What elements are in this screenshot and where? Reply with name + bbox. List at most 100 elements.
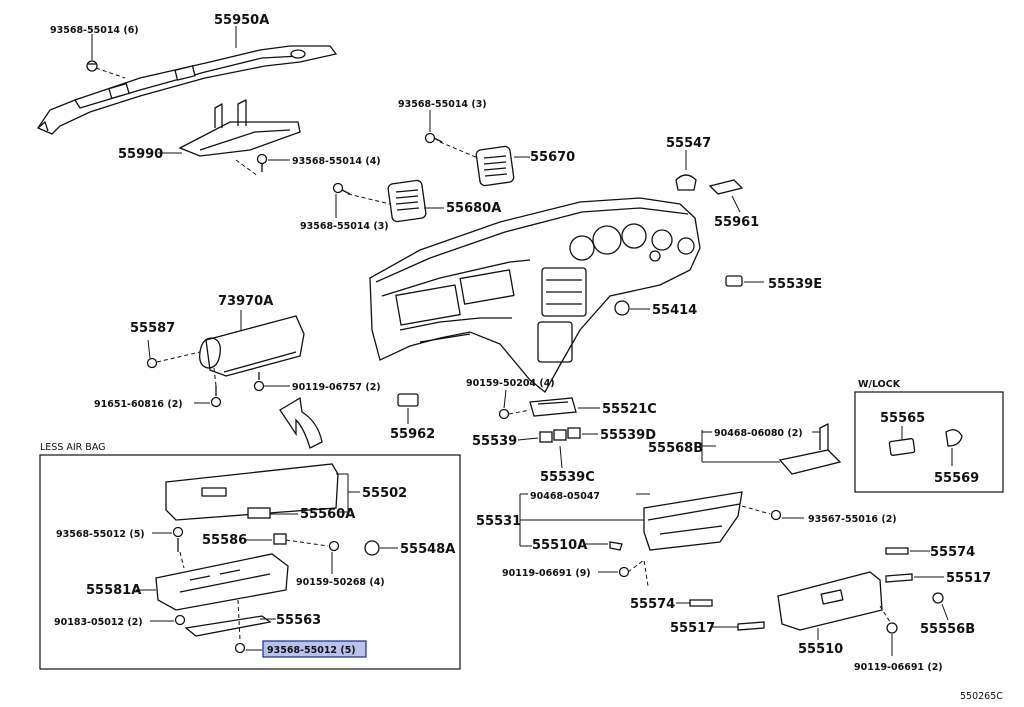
label-55414[interactable]: 55414 xyxy=(652,303,697,318)
label-55539E[interactable]: 55539E xyxy=(768,277,822,292)
part-55670-vent[interactable] xyxy=(475,145,515,187)
part-55556B-clip[interactable] xyxy=(932,592,944,604)
w-lock-group xyxy=(854,391,1004,493)
screw-icon xyxy=(146,357,158,369)
label-55574b[interactable]: 55574 xyxy=(630,597,675,612)
label-90119-06691-2[interactable]: 90119-06691 (2) xyxy=(854,662,943,673)
part-55586-bracket[interactable] xyxy=(273,533,287,545)
part-55548A-cap[interactable] xyxy=(364,540,380,556)
label-55962[interactable]: 55962 xyxy=(390,427,435,442)
label-55586[interactable]: 55586 xyxy=(202,533,247,548)
part-55962[interactable] xyxy=(397,393,419,407)
part-55568B-bracket[interactable] xyxy=(778,423,842,475)
label-55539D[interactable]: 55539D xyxy=(600,428,656,443)
part-55990-bracket[interactable] xyxy=(178,99,301,157)
label-55587[interactable]: 55587 xyxy=(130,321,175,336)
label-90119-06691-9[interactable]: 90119-06691 (9) xyxy=(502,568,591,579)
label-55560A[interactable]: 55560A xyxy=(300,507,355,522)
screw-icon xyxy=(234,642,246,654)
label-less-air-bag: LESS AIR BAG xyxy=(40,442,106,453)
screw-icon xyxy=(86,60,98,72)
label-55517a[interactable]: 55517 xyxy=(946,571,991,586)
part-73970A-panel[interactable] xyxy=(199,315,305,377)
part-55547-knob[interactable] xyxy=(675,174,697,191)
selected-part-highlight[interactable]: 93568-55012 (5) xyxy=(262,640,367,658)
label-91651-60816-2[interactable]: 91651-60816 (2) xyxy=(94,399,183,410)
label-93568-55014-6[interactable]: 93568-55014 (6) xyxy=(50,25,139,36)
part-55950A-duct[interactable] xyxy=(37,45,338,135)
label-93568-55014-4[interactable]: 93568-55014 (4) xyxy=(292,156,381,167)
part-55574-pin-a[interactable] xyxy=(885,547,909,555)
part-55531-glove-box[interactable] xyxy=(643,491,743,551)
label-55961[interactable]: 55961 xyxy=(714,215,759,230)
label-90159-50268-4[interactable]: 90159-50268 (4) xyxy=(296,577,385,588)
label-90468-06080-2[interactable]: 90468-06080 (2) xyxy=(714,428,803,439)
label-55574a[interactable]: 55574 xyxy=(930,545,975,560)
part-55581A-housing[interactable] xyxy=(155,553,289,611)
label-55548A[interactable]: 55548A xyxy=(400,542,455,557)
label-55517b[interactable]: 55517 xyxy=(670,621,715,636)
label-55539[interactable]: 55539 xyxy=(472,434,517,449)
part-55569-lock-clip[interactable] xyxy=(945,429,963,447)
less-air-bag-group xyxy=(39,454,461,670)
screw-icon xyxy=(253,372,265,392)
label-93568-55014-3b[interactable]: 93568-55014 (3) xyxy=(300,221,389,232)
label-93568-55012-5b[interactable]: 93568-55012 (5) xyxy=(267,645,356,656)
part-55517-pin-b[interactable] xyxy=(737,621,765,631)
screw-icon xyxy=(770,509,782,521)
label-55502[interactable]: 55502 xyxy=(362,486,407,501)
label-90183-05012-2[interactable]: 90183-05012 (2) xyxy=(54,617,143,628)
label-93568-55012-5a[interactable]: 93568-55012 (5) xyxy=(56,529,145,540)
part-55510A-pin[interactable] xyxy=(609,541,623,551)
label-w-lock: W/LOCK xyxy=(858,379,901,390)
screw-icon xyxy=(328,540,340,552)
screw-icon xyxy=(498,408,510,420)
part-55517-pin-a[interactable] xyxy=(885,573,913,583)
screw-icon xyxy=(256,153,268,172)
part-55563-bracket[interactable] xyxy=(184,615,272,637)
label-93567-55016-2[interactable]: 93567-55016 (2) xyxy=(808,514,897,525)
label-55569[interactable]: 55569 xyxy=(934,471,979,486)
screw-icon xyxy=(886,622,898,634)
label-93568-55014-3a[interactable]: 93568-55014 (3) xyxy=(398,99,487,110)
part-55510-panel[interactable] xyxy=(777,571,883,631)
label-55581A[interactable]: 55581A xyxy=(86,583,141,598)
part-55539E[interactable] xyxy=(725,275,743,287)
part-55521C-bezel[interactable] xyxy=(529,397,577,417)
label-55565[interactable]: 55565 xyxy=(880,411,925,426)
part-55565-lock-cylinder[interactable] xyxy=(888,438,916,456)
label-55510A[interactable]: 55510A xyxy=(532,538,587,553)
screw-icon xyxy=(174,614,186,626)
part-55680A-vent[interactable] xyxy=(387,179,427,223)
direction-arrow-icon xyxy=(279,396,323,449)
label-55990[interactable]: 55990 xyxy=(118,147,163,162)
label-90468-05047[interactable]: 90468-05047 xyxy=(530,491,600,502)
label-55950A[interactable]: 55950A xyxy=(214,13,269,28)
diagram-code: 550265C xyxy=(960,691,1003,702)
label-55539C[interactable]: 55539C xyxy=(540,470,595,485)
part-55414-knob[interactable] xyxy=(614,300,630,316)
part-55961-clip[interactable] xyxy=(708,179,744,195)
screw-icon xyxy=(332,182,351,195)
part-55539-switch-set[interactable] xyxy=(539,427,581,443)
label-90119-06757-2[interactable]: 90119-06757 (2) xyxy=(292,382,381,393)
part-instrument-panel xyxy=(369,197,701,393)
label-55521C[interactable]: 55521C xyxy=(602,402,657,417)
part-55560A-latch[interactable] xyxy=(247,507,271,519)
screw-icon xyxy=(172,526,184,552)
label-55568B[interactable]: 55568B xyxy=(648,441,703,456)
screw-icon xyxy=(210,386,222,408)
label-55680A[interactable]: 55680A xyxy=(446,201,501,216)
label-90159-50204-4[interactable]: 90159-50204 (4) xyxy=(466,378,555,389)
label-55510[interactable]: 55510 xyxy=(798,642,843,657)
label-55531[interactable]: 55531 xyxy=(476,514,521,529)
label-55556B[interactable]: 55556B xyxy=(920,622,975,637)
label-55670[interactable]: 55670 xyxy=(530,150,575,165)
part-55502-door[interactable] xyxy=(165,463,339,521)
screw-icon xyxy=(424,132,443,144)
part-55574-pin-b[interactable] xyxy=(689,599,713,607)
label-55547[interactable]: 55547 xyxy=(666,136,711,151)
label-55563[interactable]: 55563 xyxy=(276,613,321,628)
label-73970A[interactable]: 73970A xyxy=(218,294,273,309)
